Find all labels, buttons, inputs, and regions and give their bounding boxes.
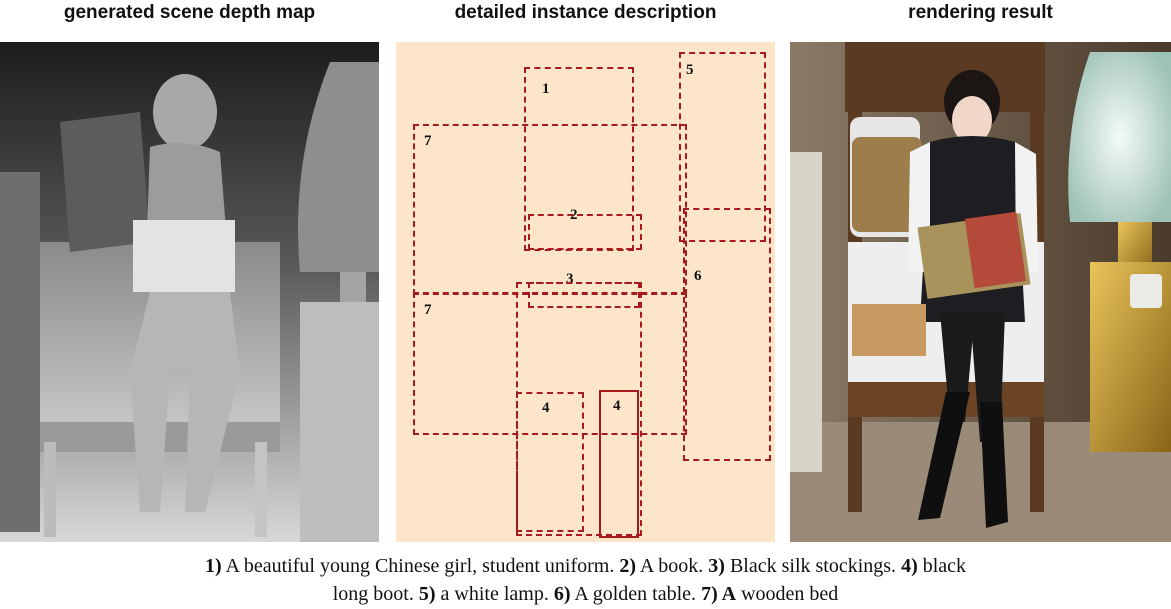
instance-box-girl-body [516, 282, 642, 536]
instance-box-boot-right: 4 [599, 390, 639, 538]
figure-caption: 1) A beautiful young Chinese girl, stude… [0, 552, 1171, 608]
instance-box-label: 7 [424, 302, 432, 318]
depth-map-image [0, 42, 379, 542]
caption-text: Black silk stockings. [724, 555, 902, 577]
caption-num: 1) [204, 555, 222, 577]
instance-layout-panel: 1 2 3 4 4 5 6 7 7 [396, 42, 775, 542]
instance-box-table: 6 [683, 208, 771, 461]
caption-text: A book. [636, 555, 709, 577]
caption-num: 6) [553, 583, 571, 605]
rendered-scene-illustration [790, 42, 1171, 542]
instance-box-label: 6 [694, 268, 702, 284]
rendering-result-title: rendering result [908, 2, 1053, 23]
instance-box-label: 7 [424, 133, 432, 149]
rendering-result-image [790, 42, 1171, 542]
caption-text: a white lamp. [435, 583, 554, 605]
instance-box-label: 4 [542, 400, 550, 416]
caption-num: 7) A [701, 583, 737, 605]
depth-map-title: generated scene depth map [63, 2, 316, 23]
caption-text: A beautiful young Chinese girl, student … [221, 555, 620, 577]
caption-text: wooden bed [736, 583, 839, 605]
caption-text: A golden table. [570, 583, 702, 605]
caption-text: long boot. [332, 583, 419, 605]
instance-box-girl: 1 [524, 67, 634, 251]
instance-box-lamp: 5 [679, 52, 766, 242]
instance-box-label: 3 [566, 271, 574, 287]
instance-box-book: 2 [528, 207, 642, 250]
instance-box-bed-top: 7 [413, 124, 687, 295]
caption-line-2: long boot. 5) a white lamp. 6) A golden … [0, 580, 1171, 608]
caption-num: 5) [418, 583, 436, 605]
instance-box-label: 5 [686, 62, 694, 78]
instance-box-label: 1 [542, 81, 550, 97]
caption-line-1: 1) A beautiful young Chinese girl, stude… [0, 552, 1171, 580]
depth-map-illustration [0, 42, 379, 542]
caption-text: black [917, 555, 967, 577]
instance-box-bed-bottom: 7 [413, 292, 687, 435]
caption-num: 2) [619, 555, 637, 577]
caption-num: 3) [708, 555, 725, 577]
instance-box-label: 2 [570, 207, 578, 223]
instance-box-label: 4 [613, 398, 621, 414]
caption-num: 4) [901, 555, 918, 577]
instance-description-title: detailed instance description [454, 2, 717, 23]
